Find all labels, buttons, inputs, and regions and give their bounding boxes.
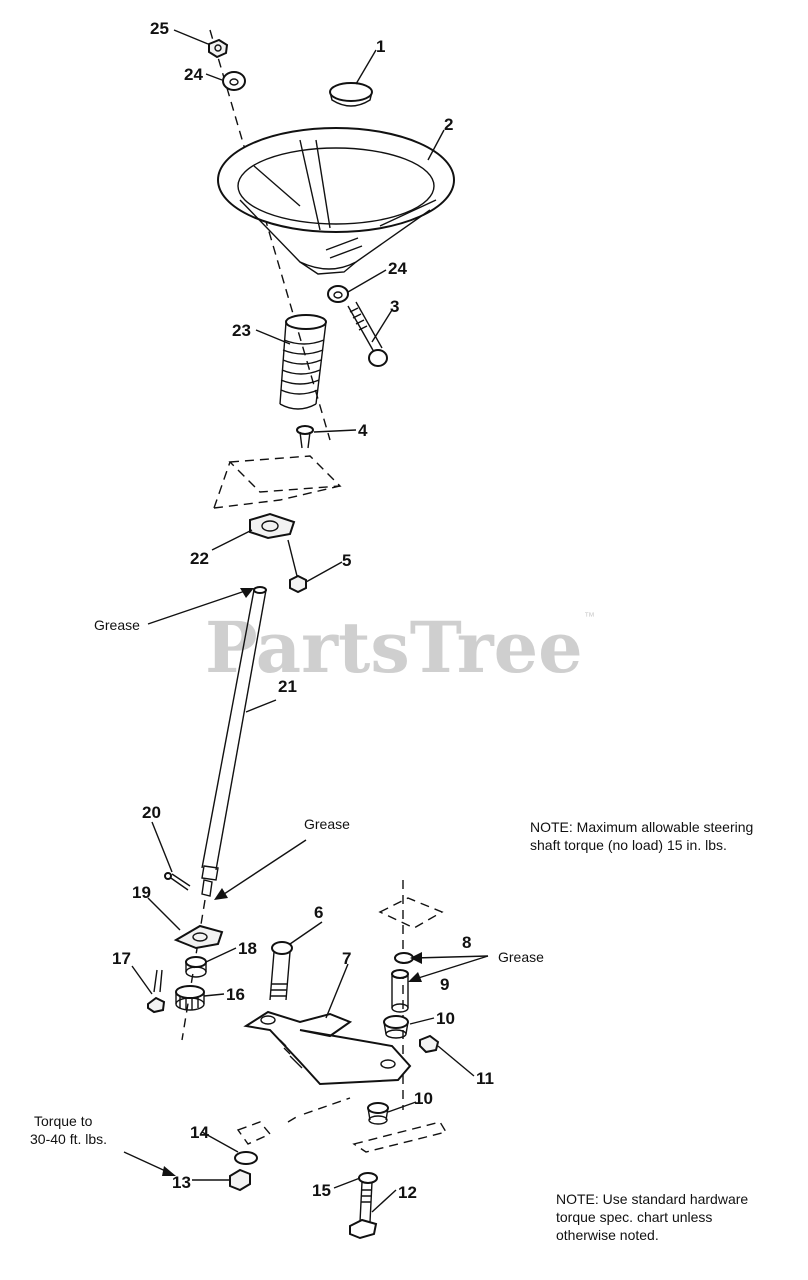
mounting-plate bbox=[213, 455, 342, 509]
note-steering-torque-line1: NOTE: Maximum allowable steering bbox=[530, 819, 753, 835]
part-10-bushing-upper bbox=[383, 1015, 409, 1039]
part-2-steering-wheel bbox=[217, 127, 455, 275]
part-22-flange-bearing bbox=[249, 512, 296, 540]
callout-6: 6 bbox=[314, 903, 323, 922]
callout-12: 12 bbox=[398, 1183, 417, 1202]
part-3-bolt bbox=[347, 301, 388, 367]
part-7-steering-sector bbox=[243, 1010, 412, 1086]
callout-17: 17 bbox=[112, 949, 131, 968]
callout-11: 11 bbox=[476, 1069, 494, 1088]
drag-link bbox=[236, 1097, 351, 1145]
grease-arrows bbox=[123, 588, 489, 1176]
watermark-text: PartsTree bbox=[205, 606, 583, 689]
assembly-axis-lower bbox=[181, 899, 206, 1041]
callout-25: 25 bbox=[150, 19, 169, 38]
part-21-steering-shaft bbox=[201, 586, 267, 897]
watermark-trademark: ™ bbox=[584, 611, 595, 623]
grease-label-mid: Grease bbox=[304, 816, 350, 832]
part-24-washer-mid bbox=[327, 285, 349, 303]
callout-21: 21 bbox=[278, 677, 297, 696]
callout-10-upper: 10 bbox=[436, 1009, 455, 1028]
note-steering-torque-line2: shaft torque (no load) 15 in. lbs. bbox=[530, 837, 727, 853]
note-hardware-line3: otherwise noted. bbox=[556, 1227, 659, 1243]
part-6-bolt bbox=[269, 941, 293, 1001]
callout-9: 9 bbox=[440, 975, 449, 994]
part-17-bolt bbox=[147, 969, 166, 1014]
leader-lines bbox=[131, 29, 475, 1213]
callout-22: 22 bbox=[190, 549, 209, 568]
part-1-cap bbox=[329, 82, 373, 107]
part-12-bolt bbox=[349, 1181, 378, 1240]
callout-24-top: 24 bbox=[184, 65, 203, 84]
callout-4: 4 bbox=[358, 421, 368, 440]
callout-15: 15 bbox=[312, 1181, 331, 1200]
callout-2: 2 bbox=[444, 115, 453, 134]
lower-steering-arm bbox=[352, 1121, 448, 1153]
callout-24-mid: 24 bbox=[388, 259, 407, 278]
assembly-axis-upper bbox=[209, 29, 331, 441]
part-10-bushing-lower bbox=[367, 1102, 389, 1125]
part-13-nut bbox=[229, 1168, 251, 1192]
part-19-flange-bearing bbox=[173, 924, 224, 950]
callout-14: 14 bbox=[190, 1123, 209, 1142]
callout-8: 8 bbox=[462, 933, 471, 952]
part-9-spacer bbox=[391, 969, 409, 1013]
grease-label-top: Grease bbox=[94, 617, 140, 633]
note-hardware-line2: torque spec. chart unless bbox=[556, 1209, 712, 1225]
mounting-pad bbox=[378, 897, 444, 929]
part-4-bolt bbox=[296, 425, 314, 449]
torque-label-line2: 30-40 ft. lbs. bbox=[30, 1131, 107, 1147]
part-25-nut bbox=[208, 38, 229, 59]
part-24-washer-top bbox=[222, 71, 246, 91]
callout-23: 23 bbox=[232, 321, 251, 340]
callout-10-lower: 10 bbox=[414, 1089, 433, 1108]
callout-16: 16 bbox=[226, 985, 245, 1004]
part-23-spring-boot bbox=[279, 314, 327, 410]
callout-18: 18 bbox=[238, 939, 257, 958]
part-20-pin bbox=[164, 872, 191, 891]
part-18-bushing bbox=[185, 956, 207, 978]
callout-7: 7 bbox=[342, 949, 351, 968]
part-11-nut bbox=[419, 1034, 440, 1054]
grease-label-right: Grease bbox=[498, 949, 544, 965]
callout-5: 5 bbox=[342, 551, 351, 570]
note-hardware-line1: NOTE: Use standard hardware bbox=[556, 1191, 748, 1207]
callout-19: 19 bbox=[132, 883, 151, 902]
part-14-washer bbox=[234, 1151, 258, 1165]
callout-20: 20 bbox=[142, 803, 161, 822]
part-5-nut bbox=[287, 539, 307, 594]
part-16-pinion-gear bbox=[175, 985, 205, 1011]
torque-label-line1: Torque to bbox=[34, 1113, 93, 1129]
callout-3: 3 bbox=[390, 297, 399, 316]
part-15-washer bbox=[358, 1172, 378, 1184]
callout-13: 13 bbox=[172, 1173, 191, 1192]
callout-1: 1 bbox=[376, 37, 385, 56]
